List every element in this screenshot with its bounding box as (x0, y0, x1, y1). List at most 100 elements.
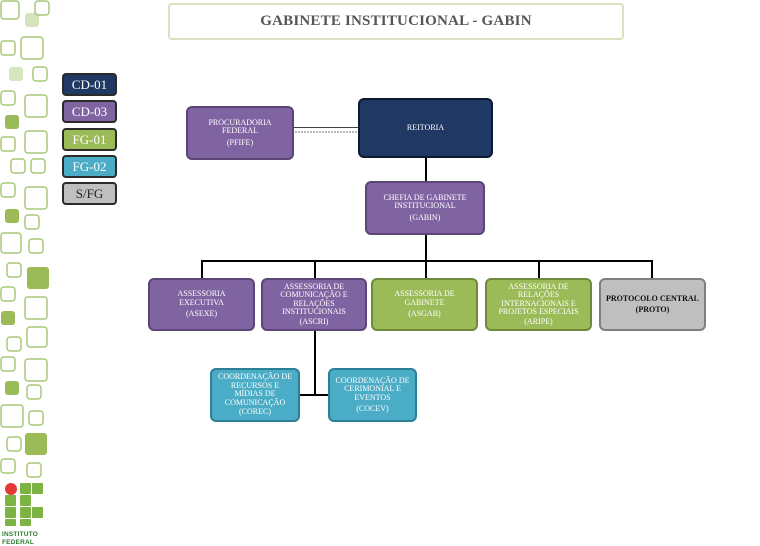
node-reitoria-name: REITORIA (406, 122, 445, 132)
decor-square (20, 36, 44, 60)
legend-cd03-label: CD-03 (71, 103, 108, 119)
legend-sfg-label: S/FG (75, 185, 104, 201)
legend-fg02: FG-02 (62, 155, 117, 178)
decor-square (25, 13, 39, 27)
decor-square (0, 286, 16, 302)
node-cocev-name: COORDENAÇÃO DE CERIMONIAL E EVENTOS (335, 375, 410, 402)
logo-square (5, 495, 16, 506)
node-proto: PROTOCOLO CENTRAL (PROTO) (599, 278, 706, 331)
node-gabin-acronym: (GABIN) (409, 212, 441, 222)
decor-square (24, 130, 48, 154)
node-cocev: COORDENAÇÃO DE CERIMONIAL E EVENTOS (COC… (328, 368, 417, 422)
connector-bus-ascri (314, 260, 316, 279)
connector-bus-proto (651, 260, 653, 279)
decor-square (26, 462, 42, 478)
node-aripe-name: ASSESSORIA DE RELAÇÕES INTERNACIONAIS E … (498, 281, 579, 317)
node-asexe-acronym: (ASEXE) (185, 309, 218, 319)
node-pfife-acronym: (PFIFE) (226, 137, 254, 147)
decor-square (26, 326, 48, 348)
connector-bus-asgab (425, 260, 427, 279)
decor-square (30, 158, 46, 174)
decor-square (6, 262, 22, 278)
decor-square (24, 296, 48, 320)
node-gabin: CHEFIA DE GABINETE INSTITUCIONAL (GABIN) (365, 181, 485, 235)
logo-text-instituto: INSTITUTO (2, 531, 38, 538)
decor-square (28, 410, 44, 426)
page-title-text: GABINETE INSTITUCIONAL - GABIN (260, 13, 532, 29)
node-aripe: ASSESSORIA DE RELAÇÕES INTERNACIONAIS E … (485, 278, 592, 331)
decor-square (0, 136, 16, 152)
decor-square (9, 67, 23, 81)
node-corec: COORDENAÇÃO DE RECURSOS E MÍDIAS DE COMU… (210, 368, 300, 422)
decor-square (0, 232, 22, 254)
page-title: GABINETE INSTITUCIONAL - GABIN (168, 3, 624, 40)
connector-corec-cocev (298, 394, 330, 396)
decor-square (24, 186, 48, 210)
instituto-federal-logo (5, 483, 43, 526)
decor-square (0, 0, 20, 20)
decor-square (26, 384, 42, 400)
connector-ascri-coords (314, 330, 316, 395)
logo-square (20, 483, 31, 494)
node-asgab-name: ASSESSORIA DE GABINETE (394, 289, 455, 307)
decor-square (6, 436, 22, 452)
node-asexe-name: ASSESSORIA EXECUTIVA (177, 289, 226, 307)
node-pfife: PROCURADORIA FEDERAL (PFIFE) (186, 106, 294, 160)
node-corec-acronym: (COREC) (239, 407, 271, 417)
node-aripe-acronym: (ARIPE) (524, 316, 553, 326)
node-ascri-name: ASSESSORIA DE COMUNICAÇÃO E RELAÇÕES INS… (280, 281, 348, 317)
decor-square (25, 433, 47, 455)
decor-square (5, 381, 19, 395)
node-ascri-acronym: (ASCRI) (299, 316, 329, 326)
legend-cd01-label: CD-01 (71, 76, 108, 92)
node-asgab: ASSESSORIA DE GABINETE (ASGAB) (371, 278, 478, 331)
decor-square (32, 66, 48, 82)
decor-square (0, 356, 16, 372)
legend-cd03: CD-03 (62, 100, 117, 123)
node-gabin-name: CHEFIA DE GABINETE INSTITUCIONAL (383, 192, 467, 211)
node-asgab-acronym: (ASGAB) (408, 309, 441, 319)
decor-square (0, 458, 16, 474)
logo-text-federal: FEDERAL (2, 539, 35, 546)
decor-square (5, 115, 19, 129)
legend-fg01-label: FG-01 (72, 131, 107, 147)
decor-square (1, 311, 15, 325)
decor-square (0, 182, 16, 198)
legend-sfg: S/FG (62, 182, 117, 205)
decor-square (24, 94, 48, 118)
node-asexe: ASSESSORIA EXECUTIVA (ASEXE) (148, 278, 255, 331)
connector-reitoria-gabin (425, 157, 427, 182)
connector-bus-aripe (538, 260, 540, 279)
node-reitoria: REITORIA (358, 98, 493, 158)
decor-square (24, 214, 40, 230)
decor-square (27, 267, 49, 289)
decor-square (24, 358, 48, 382)
logo-square (32, 483, 43, 494)
connector-horizontal-bus (201, 260, 653, 262)
decor-square (28, 238, 44, 254)
decor-square (5, 209, 19, 223)
node-proto-name: PROTOCOLO CENTRAL (606, 294, 699, 303)
logo-square (5, 519, 16, 526)
connector-gabin-bus (425, 234, 427, 261)
connector-pfife-reitoria (292, 127, 360, 128)
logo-square (20, 495, 31, 506)
decor-square (34, 0, 50, 16)
decor-square (0, 90, 16, 106)
decor-square (6, 336, 22, 352)
logo-square (5, 507, 16, 518)
connector-pfife-reitoria-dotted (292, 131, 360, 133)
decorative-square-pattern (0, 0, 50, 478)
connector-bus-asexe (201, 260, 203, 279)
decor-square (0, 40, 16, 56)
node-proto-acronym: (PROTO) (635, 304, 670, 314)
decor-square (10, 158, 26, 174)
legend-fg01: FG-01 (62, 128, 117, 151)
logo-square (20, 519, 31, 526)
legend-cd01: CD-01 (62, 73, 117, 96)
node-cocev-acronym: (COCEV) (356, 404, 389, 413)
logo-square (20, 507, 31, 518)
decor-square (0, 404, 24, 428)
node-pfife-name: PROCURADORIA FEDERAL (208, 117, 272, 136)
node-corec-name: COORDENAÇÃO DE RECURSOS E MÍDIAS DE COMU… (218, 372, 292, 407)
